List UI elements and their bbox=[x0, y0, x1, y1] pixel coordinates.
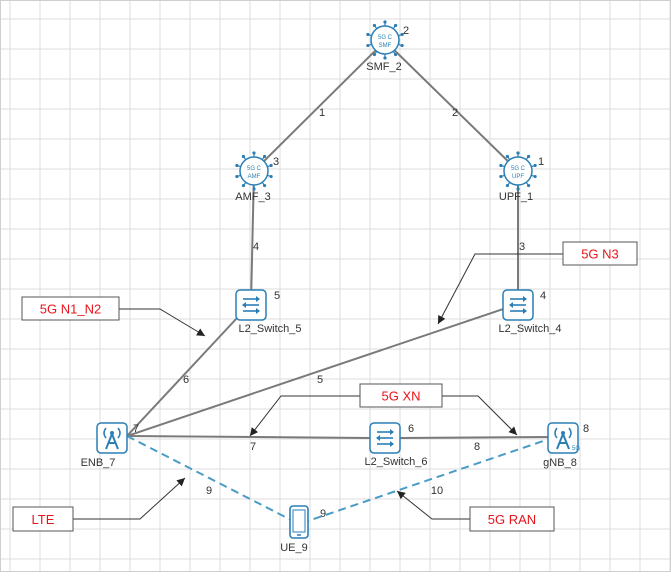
node-id-badge: 4 bbox=[540, 290, 546, 302]
node-name: UPF_1 bbox=[499, 191, 533, 203]
callout-arrow bbox=[442, 395, 518, 436]
5g-core-upf-icon: 5G C UPF bbox=[499, 151, 537, 191]
link-label: 7 bbox=[250, 441, 256, 453]
arrowhead bbox=[176, 478, 185, 487]
link-label: 9 bbox=[206, 485, 212, 497]
callout-ran[interactable]: 5G RAN bbox=[396, 490, 555, 532]
core-icon-line2: UPF bbox=[512, 174, 524, 180]
link-label: 1 bbox=[319, 107, 325, 119]
node-gnb[interactable]: 5G gNB_8 8 bbox=[543, 422, 589, 469]
switch-icon bbox=[502, 289, 534, 321]
arrowhead bbox=[250, 427, 259, 436]
node-ue[interactable]: UE_9 9 bbox=[280, 505, 326, 554]
arrowhead bbox=[397, 491, 406, 500]
svg-text:5G: 5G bbox=[572, 446, 580, 452]
5g-cell-tower-icon: 5G bbox=[547, 422, 580, 454]
node-sw6[interactable]: L2_Switch_6 6 bbox=[365, 422, 428, 468]
link-label: 10 bbox=[431, 485, 443, 497]
callout-box bbox=[21, 296, 120, 321]
link-label: 2 bbox=[452, 107, 458, 119]
callout-arrow bbox=[119, 308, 206, 337]
node-id-badge: 2 bbox=[403, 25, 409, 37]
callout-label: 5G N3 bbox=[581, 247, 619, 262]
callout-n3[interactable]: 5G N3 bbox=[437, 241, 638, 325]
links: 1 2 3 4 5 6 7 8 9 10 bbox=[126, 40, 556, 525]
core-icon-line1: 5G C bbox=[511, 166, 526, 172]
wired-link-1[interactable] bbox=[253, 40, 386, 172]
wireless-link-9[interactable] bbox=[126, 435, 300, 525]
node-name: L2_Switch_5 bbox=[239, 323, 302, 335]
callout-box bbox=[359, 383, 443, 408]
node-id-badge: 5 bbox=[274, 290, 280, 302]
link-label: 6 bbox=[183, 374, 189, 386]
switch-icon bbox=[235, 289, 267, 321]
callout-box bbox=[469, 506, 555, 532]
node-name: gNB_8 bbox=[543, 457, 577, 469]
link-label: 3 bbox=[519, 241, 525, 253]
node-smf[interactable]: 5G C SMF SMF_2 2 bbox=[366, 20, 409, 73]
node-sw4[interactable]: L2_Switch_4 4 bbox=[499, 289, 562, 335]
switch-icon bbox=[369, 422, 401, 454]
wired-link-8[interactable] bbox=[399, 436, 556, 439]
callout-box bbox=[12, 506, 74, 532]
callout-arrow bbox=[73, 477, 186, 520]
wireless-link-10[interactable] bbox=[298, 436, 556, 525]
node-upf[interactable]: 5G C UPF UPF_1 1 bbox=[499, 151, 544, 203]
link-label: 4 bbox=[253, 241, 259, 253]
wired-link-5[interactable] bbox=[126, 303, 519, 437]
callout-arrow bbox=[396, 490, 470, 520]
node-name: L2_Switch_6 bbox=[365, 456, 428, 468]
arrowhead bbox=[196, 328, 205, 336]
node-name: ENB_7 bbox=[81, 457, 116, 469]
node-id-badge: 1 bbox=[538, 156, 544, 168]
arrowhead bbox=[508, 426, 517, 435]
core-icon-line1: 5G C bbox=[247, 166, 262, 172]
core-icon-line2: SMF bbox=[379, 43, 392, 49]
node-id-badge: 8 bbox=[583, 423, 589, 435]
node-amf[interactable]: 5G C AMF AMF_3 3 bbox=[235, 151, 279, 203]
wired-link-6[interactable] bbox=[126, 302, 252, 437]
link-label: 8 bbox=[474, 441, 480, 453]
callout-label: 5G N1_N2 bbox=[40, 302, 101, 317]
5g-core-smf-icon: 5G C SMF bbox=[366, 20, 404, 60]
arrowhead bbox=[438, 315, 446, 324]
5g-core-amf-icon: 5G C AMF bbox=[235, 151, 273, 191]
callout-label: 5G RAN bbox=[488, 512, 536, 527]
callout-arrow bbox=[249, 395, 360, 437]
callout-arrow bbox=[437, 253, 563, 325]
callout-box bbox=[562, 241, 638, 266]
node-id-badge: 3 bbox=[273, 156, 279, 168]
callout-label: LTE bbox=[32, 512, 55, 527]
node-sw5[interactable]: L2_Switch_5 5 bbox=[235, 289, 302, 335]
callout-xn[interactable]: 5G XN bbox=[249, 383, 518, 437]
node-enb[interactable]: ENB_7 7 bbox=[81, 422, 140, 469]
node-name: UE_9 bbox=[280, 542, 308, 554]
node-name: L2_Switch_4 bbox=[499, 323, 562, 335]
node-id-badge: 6 bbox=[408, 423, 414, 435]
wired-link-4[interactable] bbox=[250, 170, 255, 304]
nodes: 5G C SMF SMF_2 2 5G C AMF AMF_3 3 5G C UPF UPF_1 1L… bbox=[81, 20, 589, 554]
node-name: AMF_3 bbox=[235, 191, 270, 203]
link-label: 5 bbox=[317, 374, 323, 386]
callout-label: 5G XN bbox=[381, 389, 420, 404]
wired-link-7[interactable] bbox=[126, 435, 371, 439]
callout-n1n2[interactable]: 5G N1_N2 bbox=[21, 296, 206, 337]
node-id-badge: 7 bbox=[133, 423, 139, 435]
callouts: 5G N1_N2 5G N3 5G XN LTE 5G RAN bbox=[12, 241, 638, 532]
cell-tower-icon bbox=[96, 422, 128, 454]
mobile-phone-icon bbox=[289, 505, 309, 539]
callout-lte[interactable]: LTE bbox=[12, 477, 186, 532]
node-id-badge: 9 bbox=[320, 508, 326, 520]
wired-link-2[interactable] bbox=[384, 40, 519, 172]
core-icon-line1: 5G C bbox=[378, 35, 393, 41]
core-icon-line2: AMF bbox=[248, 174, 261, 180]
node-name: SMF_2 bbox=[366, 61, 401, 73]
